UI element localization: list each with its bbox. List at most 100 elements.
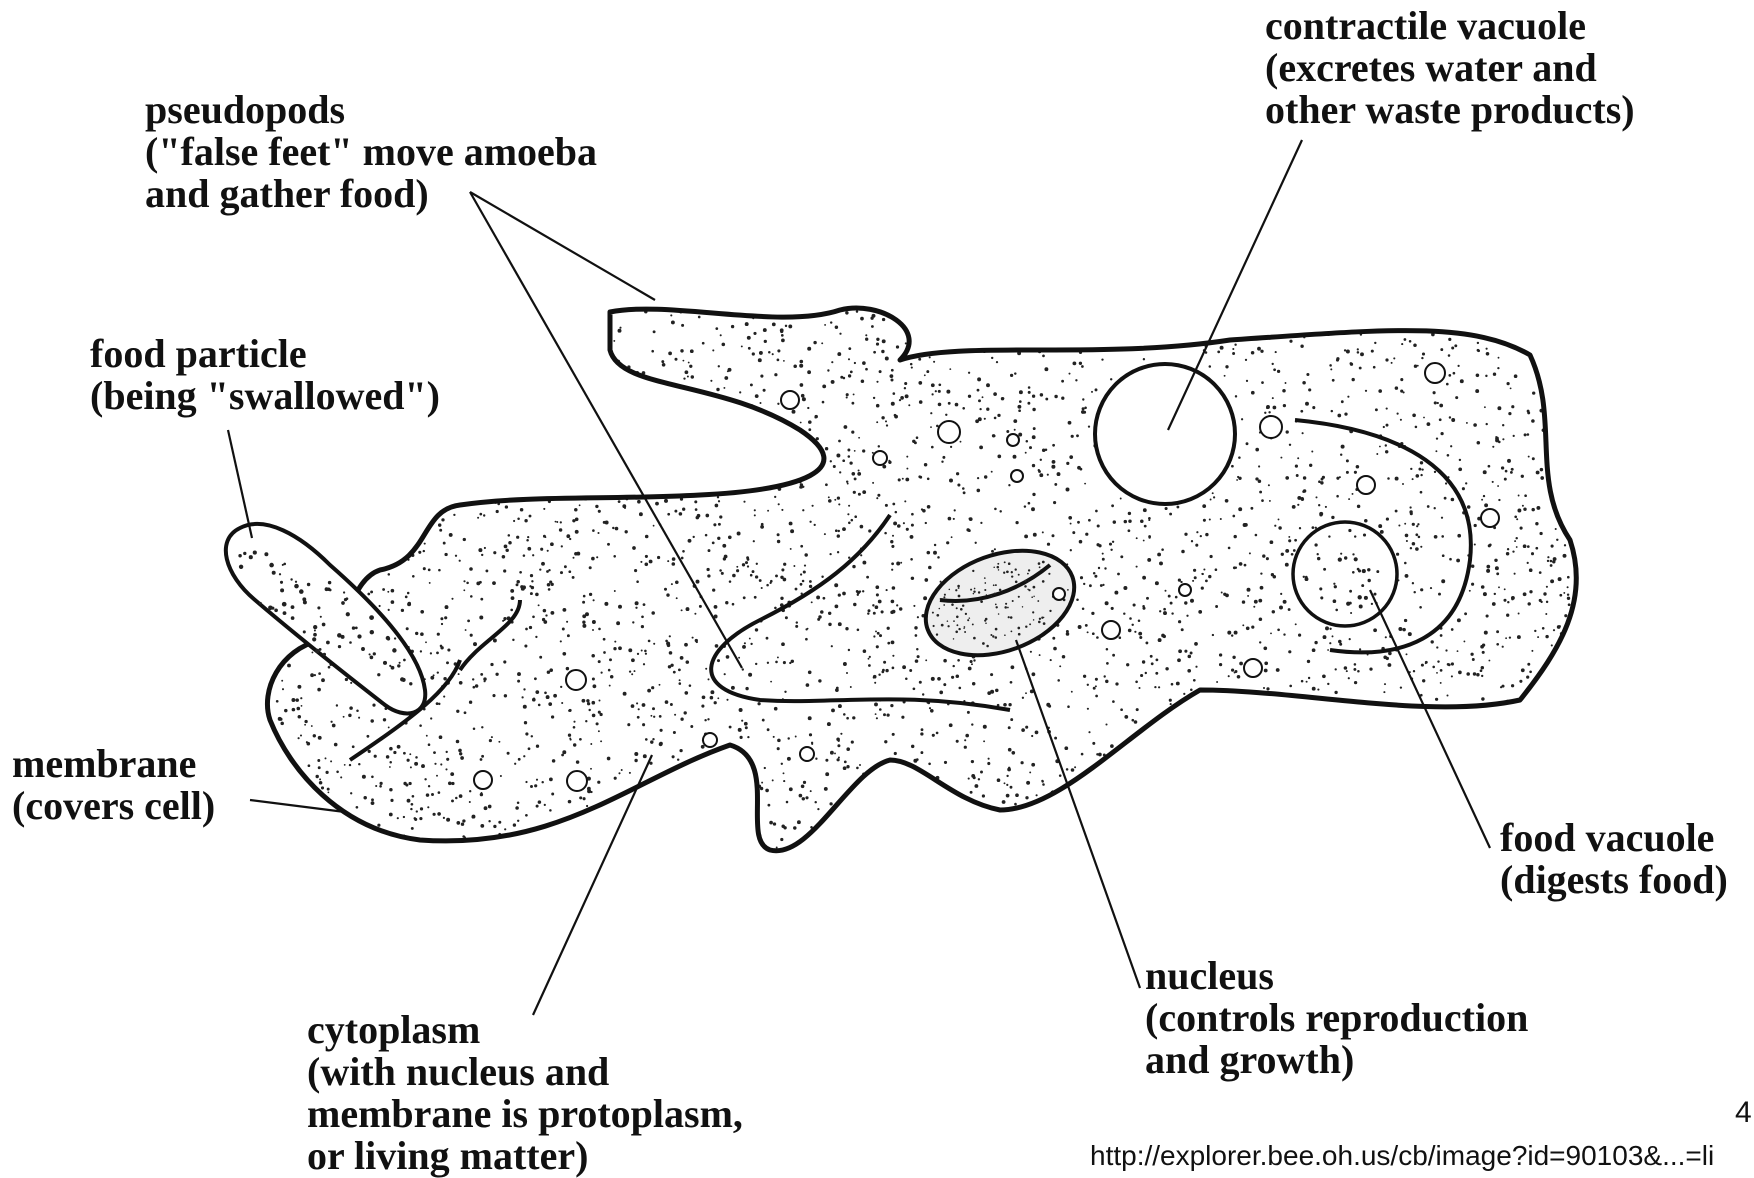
stipple-dot xyxy=(1553,778,1555,780)
stipple-dot xyxy=(1232,352,1235,355)
stipple-dot xyxy=(1244,523,1248,527)
stipple-dot xyxy=(1404,562,1407,565)
stipple-dot xyxy=(973,593,975,595)
stipple-dot xyxy=(288,521,291,524)
stipple-dot xyxy=(807,370,811,374)
stipple-dot xyxy=(349,706,353,710)
stipple-dot xyxy=(1403,391,1405,393)
stipple-dot xyxy=(1498,586,1500,588)
stipple-dot xyxy=(531,586,534,589)
stipple-dot xyxy=(1504,588,1506,590)
stipple-dot xyxy=(650,393,652,395)
stipple-dot xyxy=(1550,676,1553,679)
stipple-dot xyxy=(848,505,850,507)
stipple-dot xyxy=(1028,386,1031,389)
label-pseudopods: pseudopods ("false feet" move amoeba and… xyxy=(145,89,597,215)
stipple-dot xyxy=(1504,478,1507,481)
stipple-dot xyxy=(1168,812,1171,815)
stipple-dot xyxy=(534,784,537,787)
stipple-dot xyxy=(1522,333,1525,336)
stipple-dot xyxy=(524,644,527,647)
stipple-dot xyxy=(1067,705,1070,708)
stipple-dot xyxy=(299,589,304,594)
stipple-dot xyxy=(1587,756,1591,760)
stipple-dot xyxy=(1358,713,1361,716)
stipple-dot xyxy=(1098,784,1101,787)
stipple-dot xyxy=(487,446,489,448)
stipple-dot xyxy=(488,347,491,350)
stipple-dot xyxy=(1207,700,1210,703)
stipple-dot xyxy=(1261,499,1264,502)
stipple-dot xyxy=(252,837,256,841)
stipple-dot xyxy=(977,477,979,479)
stipple-dot xyxy=(421,764,425,768)
stipple-dot xyxy=(1427,422,1431,426)
stipple-dot xyxy=(666,593,669,596)
stipple-dot xyxy=(739,432,743,436)
stipple-dot xyxy=(714,701,717,704)
stipple-dot xyxy=(1280,316,1282,318)
stipple-dot xyxy=(589,831,593,835)
stipple-dot xyxy=(1535,547,1538,550)
stipple-dot xyxy=(1032,611,1034,613)
stipple-dot xyxy=(957,585,960,588)
stipple-dot xyxy=(409,753,411,755)
stipple-dot xyxy=(298,420,302,424)
stipple-dot xyxy=(579,504,581,506)
stipple-dot xyxy=(1317,689,1319,691)
stipple-dot xyxy=(1165,507,1168,510)
stipple-dot xyxy=(414,762,418,766)
stipple-dot xyxy=(290,578,292,580)
stipple-dot xyxy=(524,484,527,487)
stipple-dot xyxy=(589,449,591,451)
stipple-dot xyxy=(1488,465,1491,468)
stipple-dot xyxy=(957,342,961,346)
stipple-dot xyxy=(1449,558,1452,561)
stipple-dot xyxy=(811,601,813,603)
stipple-dot xyxy=(1038,621,1041,624)
small-vacuole xyxy=(567,771,587,791)
stipple-dot xyxy=(508,331,512,335)
stipple-dot xyxy=(846,393,849,396)
stipple-dot xyxy=(319,549,323,553)
stipple-dot xyxy=(859,764,861,766)
stipple-dot xyxy=(994,548,996,550)
stipple-dot xyxy=(393,490,395,492)
stipple-dot xyxy=(1124,715,1128,719)
stipple-dot xyxy=(1360,850,1362,852)
stipple-dot xyxy=(1051,465,1055,469)
label-food-particle-title: food particle xyxy=(90,333,440,375)
stipple-dot xyxy=(385,435,388,438)
stipple-dot xyxy=(1345,303,1348,306)
stipple-dot xyxy=(301,705,303,707)
stipple-dot xyxy=(1234,343,1236,345)
stipple-dot xyxy=(831,361,833,363)
stipple-dot xyxy=(437,671,439,673)
stipple-dot xyxy=(1318,821,1320,823)
stipple-dot xyxy=(1019,400,1022,403)
stipple-dot xyxy=(978,778,980,780)
stipple-dot xyxy=(1568,363,1572,367)
stipple-dot xyxy=(1567,638,1570,641)
stipple-dot xyxy=(1444,497,1447,500)
stipple-dot xyxy=(605,521,609,525)
stipple-dot xyxy=(767,510,769,512)
stipple-dot xyxy=(1114,849,1117,852)
stipple-dot xyxy=(1242,624,1244,626)
stipple-dot xyxy=(689,684,692,687)
stipple-dot xyxy=(885,357,889,361)
stipple-dot xyxy=(520,508,524,512)
stipple-dot xyxy=(539,451,542,454)
stipple-dot xyxy=(1539,599,1542,602)
stipple-dot xyxy=(747,336,751,340)
stipple-dot xyxy=(780,838,783,841)
stipple-dot xyxy=(268,448,270,450)
stipple-dot xyxy=(484,449,487,452)
stipple-dot xyxy=(481,554,483,556)
stipple-dot xyxy=(1085,533,1088,536)
stipple-dot xyxy=(973,659,975,661)
stipple-dot xyxy=(805,796,808,799)
stipple-dot xyxy=(1476,732,1478,734)
stipple-dot xyxy=(598,490,601,493)
stipple-dot xyxy=(1575,304,1578,307)
